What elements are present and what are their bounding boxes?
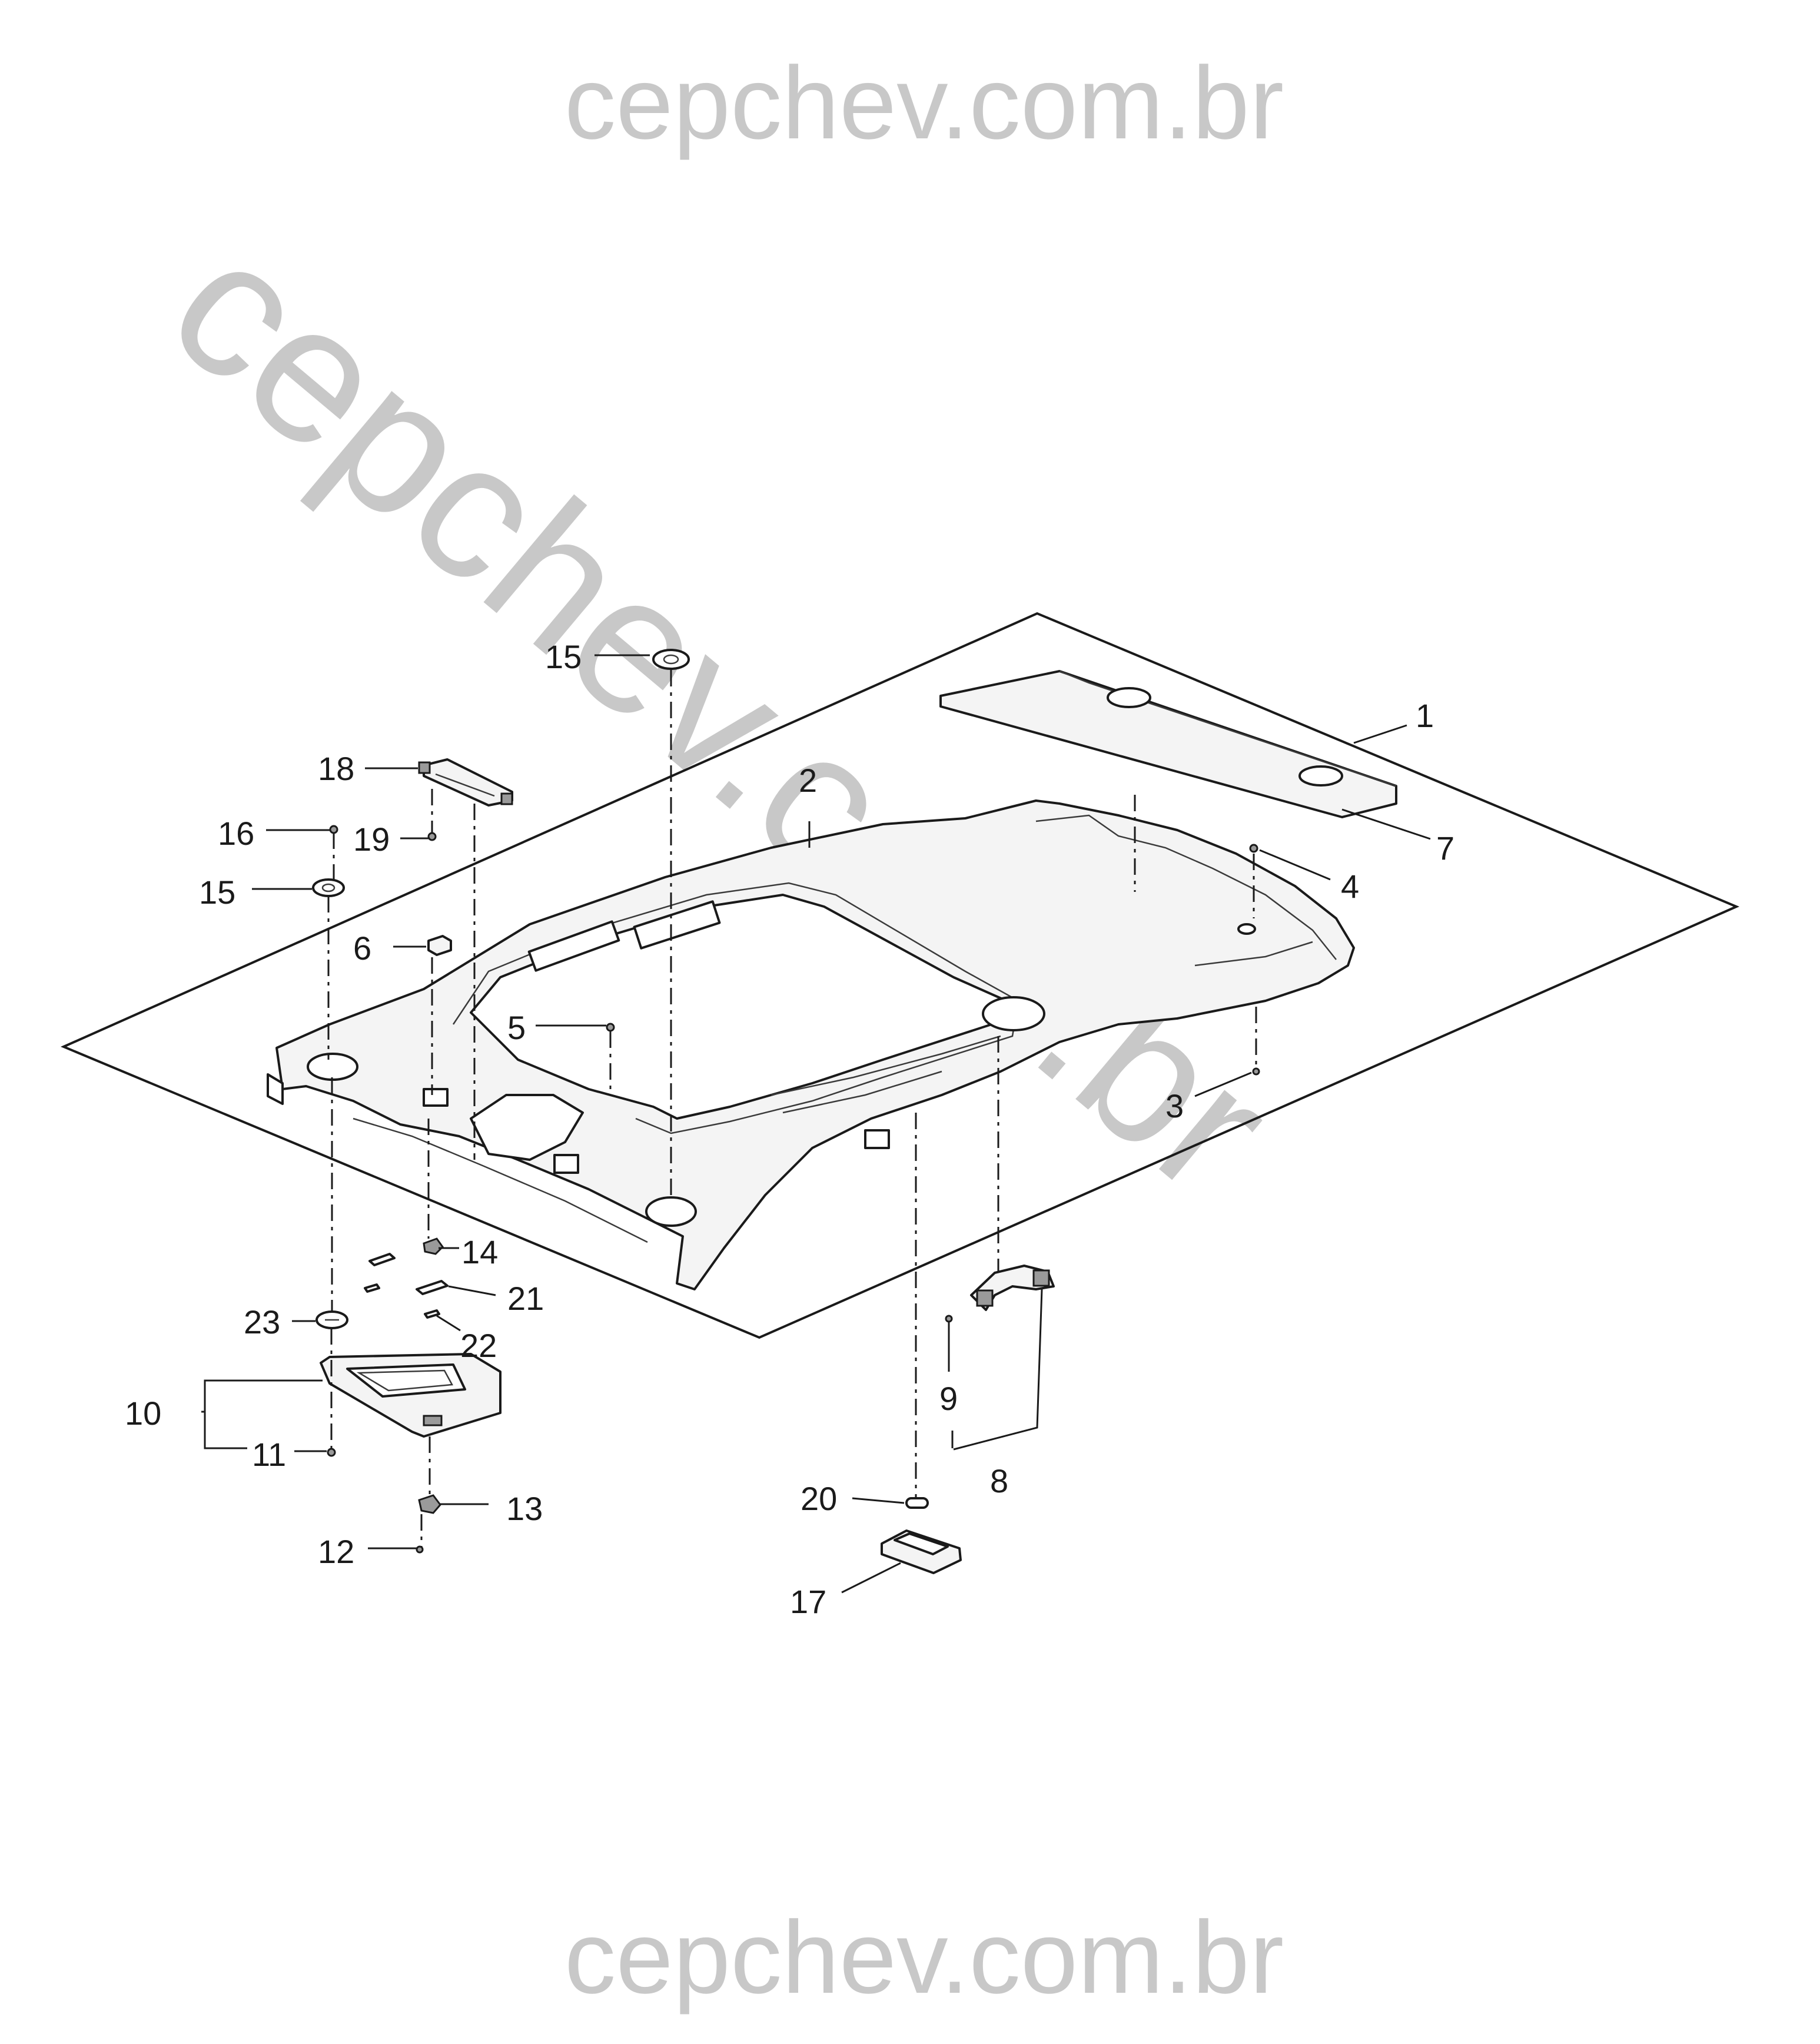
- fastener-part-5: [606, 1023, 615, 1032]
- leader-21: [448, 1285, 496, 1296]
- callout-11: 11: [252, 1436, 286, 1473]
- leader-10b: [204, 1412, 247, 1449]
- clip-part-15-left: [312, 878, 345, 897]
- block-part-6: [427, 935, 452, 956]
- fastener-part-19: [427, 832, 437, 841]
- grab-handle-part-18: [418, 758, 513, 807]
- clip-part-15-top: [652, 649, 690, 670]
- fastener-part-16: [329, 825, 338, 834]
- pad-part-22: [424, 1309, 440, 1319]
- screw-part-12: [416, 1545, 424, 1554]
- callout-10: 10: [125, 1395, 161, 1432]
- callout-3: 3: [1165, 1087, 1184, 1124]
- callout-22: 22: [460, 1327, 497, 1364]
- callout-17: 17: [790, 1583, 826, 1620]
- leader-17: [841, 1562, 901, 1594]
- callout-23: 23: [244, 1303, 280, 1340]
- clip-part-14: [423, 1237, 444, 1255]
- callout-12: 12: [318, 1533, 354, 1570]
- callout-15-top: 15: [545, 638, 582, 675]
- bulb-part-20: [905, 1497, 929, 1509]
- callout-20: 20: [801, 1480, 837, 1517]
- callout-5: 5: [507, 1009, 526, 1046]
- leader-20: [852, 1497, 905, 1504]
- callout-1: 1: [1416, 697, 1434, 734]
- callout-7: 7: [1436, 829, 1454, 867]
- assist-handle-part-8: [970, 1265, 1055, 1311]
- leader-7: [1341, 808, 1431, 840]
- leader-4: [1259, 849, 1331, 881]
- holder-part-13: [418, 1494, 441, 1514]
- callout-21: 21: [507, 1280, 544, 1317]
- leader-10: [201, 1379, 323, 1413]
- pad-part-22b: [364, 1283, 380, 1293]
- pad-part-21: [416, 1280, 449, 1295]
- callout-14: 14: [461, 1233, 498, 1270]
- fastener-part-4: [1249, 844, 1258, 853]
- callout-9: 9: [939, 1380, 958, 1417]
- assembly-outline: [60, 612, 1740, 1339]
- callout-2: 2: [799, 762, 817, 799]
- dome-lamp-part-17: [881, 1529, 962, 1574]
- callout-16: 16: [218, 815, 254, 852]
- callout-6: 6: [353, 930, 371, 967]
- sun-visor-part-10: [320, 1353, 502, 1438]
- clip-part-23: [315, 1310, 348, 1329]
- leader-8: [953, 1289, 1043, 1451]
- leader-1: [1353, 724, 1407, 744]
- leader-3: [1194, 1071, 1252, 1097]
- screw-part-9: [945, 1315, 953, 1323]
- rear-panel-part: [939, 670, 1397, 818]
- watermark-top: cepchev.com.br: [564, 46, 1284, 161]
- fastener-part-3: [1252, 1067, 1260, 1076]
- headliner-part: [267, 799, 1355, 1290]
- callout-18: 18: [318, 750, 354, 787]
- callout-4: 4: [1341, 868, 1359, 905]
- callout-15-left: 15: [199, 874, 235, 911]
- pad-part-21b: [368, 1253, 396, 1266]
- callout-19: 19: [353, 821, 390, 858]
- leader-22: [436, 1315, 461, 1332]
- screw-part-11: [327, 1448, 336, 1457]
- watermark-bottom: cepchev.com.br: [564, 1900, 1284, 2015]
- callout-13: 13: [506, 1490, 543, 1527]
- callout-8: 8: [990, 1462, 1008, 1499]
